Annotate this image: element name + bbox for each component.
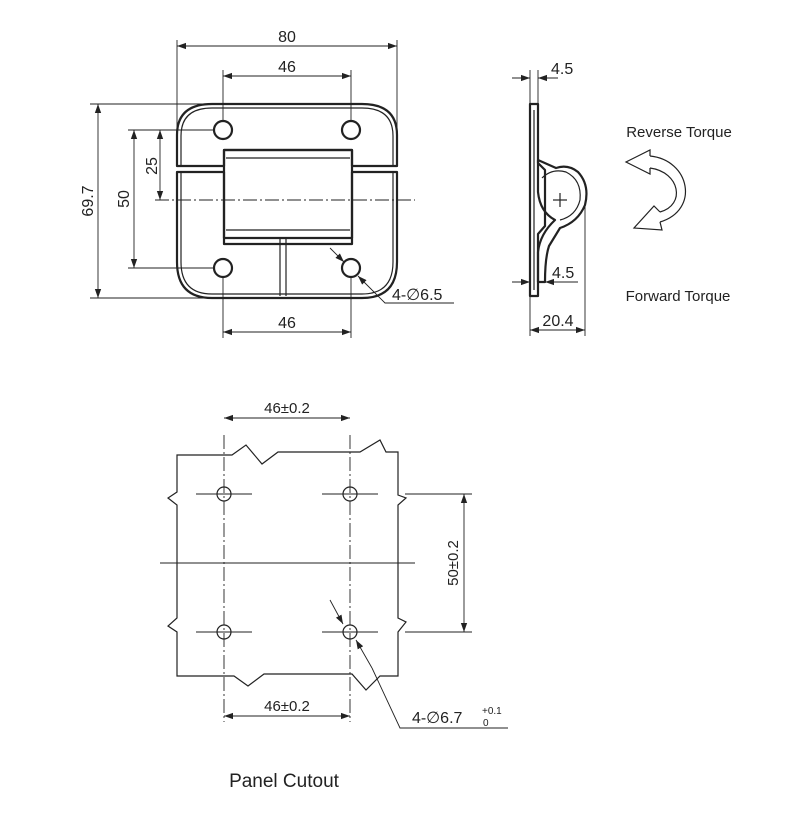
cutout-hole-bl: [196, 624, 252, 640]
cutout-outline: [166, 439, 408, 691]
mount-hole-br: [340, 257, 362, 279]
reverse-torque-label: Reverse Torque: [626, 124, 732, 141]
dim-center-25: 25: [144, 157, 161, 175]
dim-hole-pitch-50: 50: [116, 190, 133, 208]
dim-hole-span-top: 46: [278, 59, 296, 76]
hole-callout-cutout: 4-∅6.7: [412, 710, 463, 727]
mount-hole-tl: [212, 119, 234, 141]
dim-cutout-span-bottom: 46±0.2: [264, 698, 310, 715]
mount-hole-bl: [212, 257, 234, 279]
dim-thickness-top: 4.5: [551, 61, 573, 78]
side-plate: [528, 102, 547, 298]
tolerance-upper: +0.1: [482, 706, 502, 717]
top-leaf-outline: [175, 102, 399, 168]
cutout-hole-tl: [196, 486, 252, 502]
hole-callout-front: 4-∅6.5: [392, 287, 443, 304]
bottom-leaf-outline: [175, 170, 399, 300]
dim-cutout-span-top: 46±0.2: [264, 400, 310, 417]
dim-cutout-pitch: 50±0.2: [445, 540, 462, 586]
side-view: 4.5 4.5 20.4 Reverse Torque Forward Torq…: [512, 61, 732, 336]
torque-rotation-icon: [624, 149, 687, 231]
dim-width-80: 80: [278, 29, 296, 46]
panel-cutout-title: Panel Cutout: [229, 771, 340, 792]
front-view: 80 46 46 69.7 50 25 4-∅6.5: [80, 29, 454, 338]
mount-hole-tr: [340, 119, 362, 141]
panel-cutout-view: 46±0.2 46±0.2 50±0.2 4-∅6.7 +0.1 0 Panel…: [160, 400, 508, 792]
tolerance-lower: 0: [483, 718, 489, 729]
dim-height-69-7: 69.7: [80, 185, 97, 216]
cutout-hole-br: [322, 624, 378, 640]
cutout-hole-tr: [322, 486, 378, 502]
dim-thickness-bottom: 4.5: [552, 265, 574, 282]
side-barrel: [536, 158, 588, 284]
knuckle: [222, 148, 354, 240]
dim-depth-20-4: 20.4: [542, 313, 573, 330]
dim-hole-span-bottom: 46: [278, 315, 296, 332]
forward-torque-label: Forward Torque: [626, 288, 731, 305]
